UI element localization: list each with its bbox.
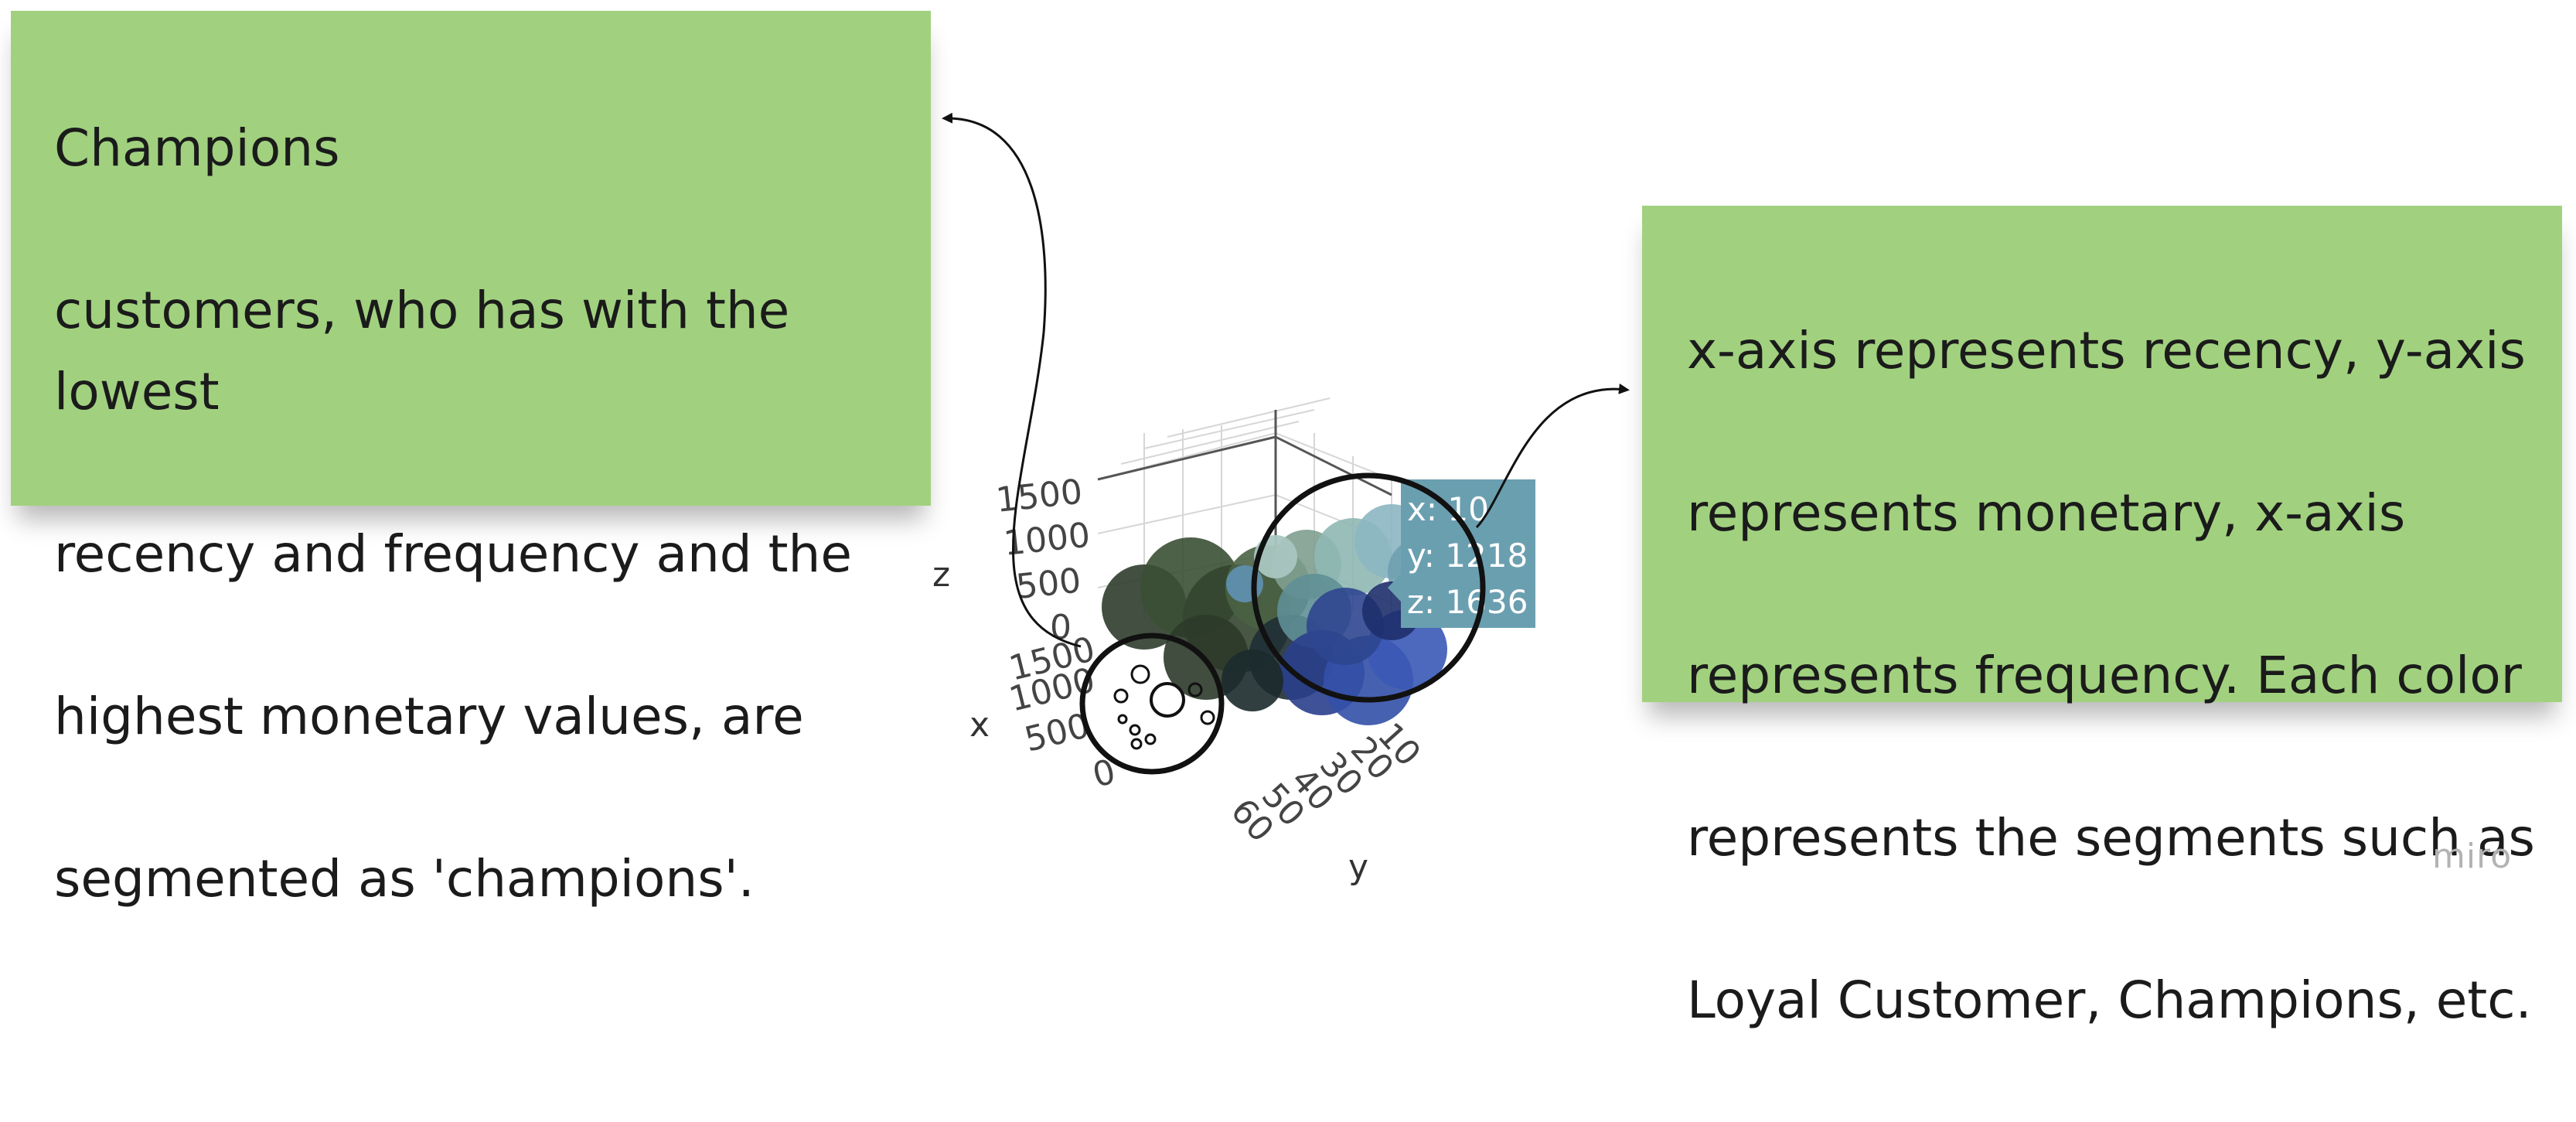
connector-arrow-left xyxy=(942,112,1082,648)
note-line: customers, who has with the lowest xyxy=(54,281,790,421)
connector-arrow-right xyxy=(1475,383,1630,529)
scatter3d-plot-image[interactable]: x: 10 y: 1218 z: 1636 z x y 1500 1000 50… xyxy=(0,0,2576,928)
axis-label-z: z xyxy=(932,555,950,595)
note-line: x-axis represents recency, y-axis xyxy=(1687,321,2526,380)
cluster-dark xyxy=(1222,650,1283,711)
note-line: represents monetary, x-axis xyxy=(1687,483,2406,543)
note-line: segmented as 'champions'. xyxy=(54,849,755,909)
note-line: Champions xyxy=(54,118,340,178)
z-axis-ticks: 1500 1000 500 0 xyxy=(994,472,1092,647)
highlight-circle-champions xyxy=(1079,633,1225,775)
z-tick: 1500 xyxy=(994,472,1085,520)
z-tick: 1000 xyxy=(1002,516,1092,564)
axis-label-y: y xyxy=(1348,847,1368,887)
tooltip-box xyxy=(1401,479,1535,628)
note-line: recency and frequency and the xyxy=(54,524,852,584)
miro-logo: miro xyxy=(2432,837,2513,876)
tooltip-z: z: 1636 xyxy=(1407,583,1528,621)
hover-tooltip: x: 10 y: 1218 z: 1636 xyxy=(1388,479,1535,628)
y-axis-ticks: 10 20 30 40 50 60 xyxy=(1223,715,1428,850)
note-line: represents frequency. Each color xyxy=(1687,646,2522,705)
note-line: Loyal Customer, Champions, etc. xyxy=(1687,970,2532,1030)
note-line: highest monetary values, are xyxy=(54,687,804,746)
data-cluster xyxy=(1102,504,1457,725)
tooltip-y: y: 1218 xyxy=(1407,537,1528,575)
sticky-note-champions[interactable]: Champions customers, who has with the lo… xyxy=(11,11,931,909)
note-line: represents the segments such as xyxy=(1687,808,2535,868)
highlight-circle-tooltip xyxy=(1251,472,1486,703)
axis-label-x: x xyxy=(969,705,990,745)
z-tick: 500 xyxy=(1014,561,1083,606)
highlight-circles xyxy=(1079,472,1486,775)
